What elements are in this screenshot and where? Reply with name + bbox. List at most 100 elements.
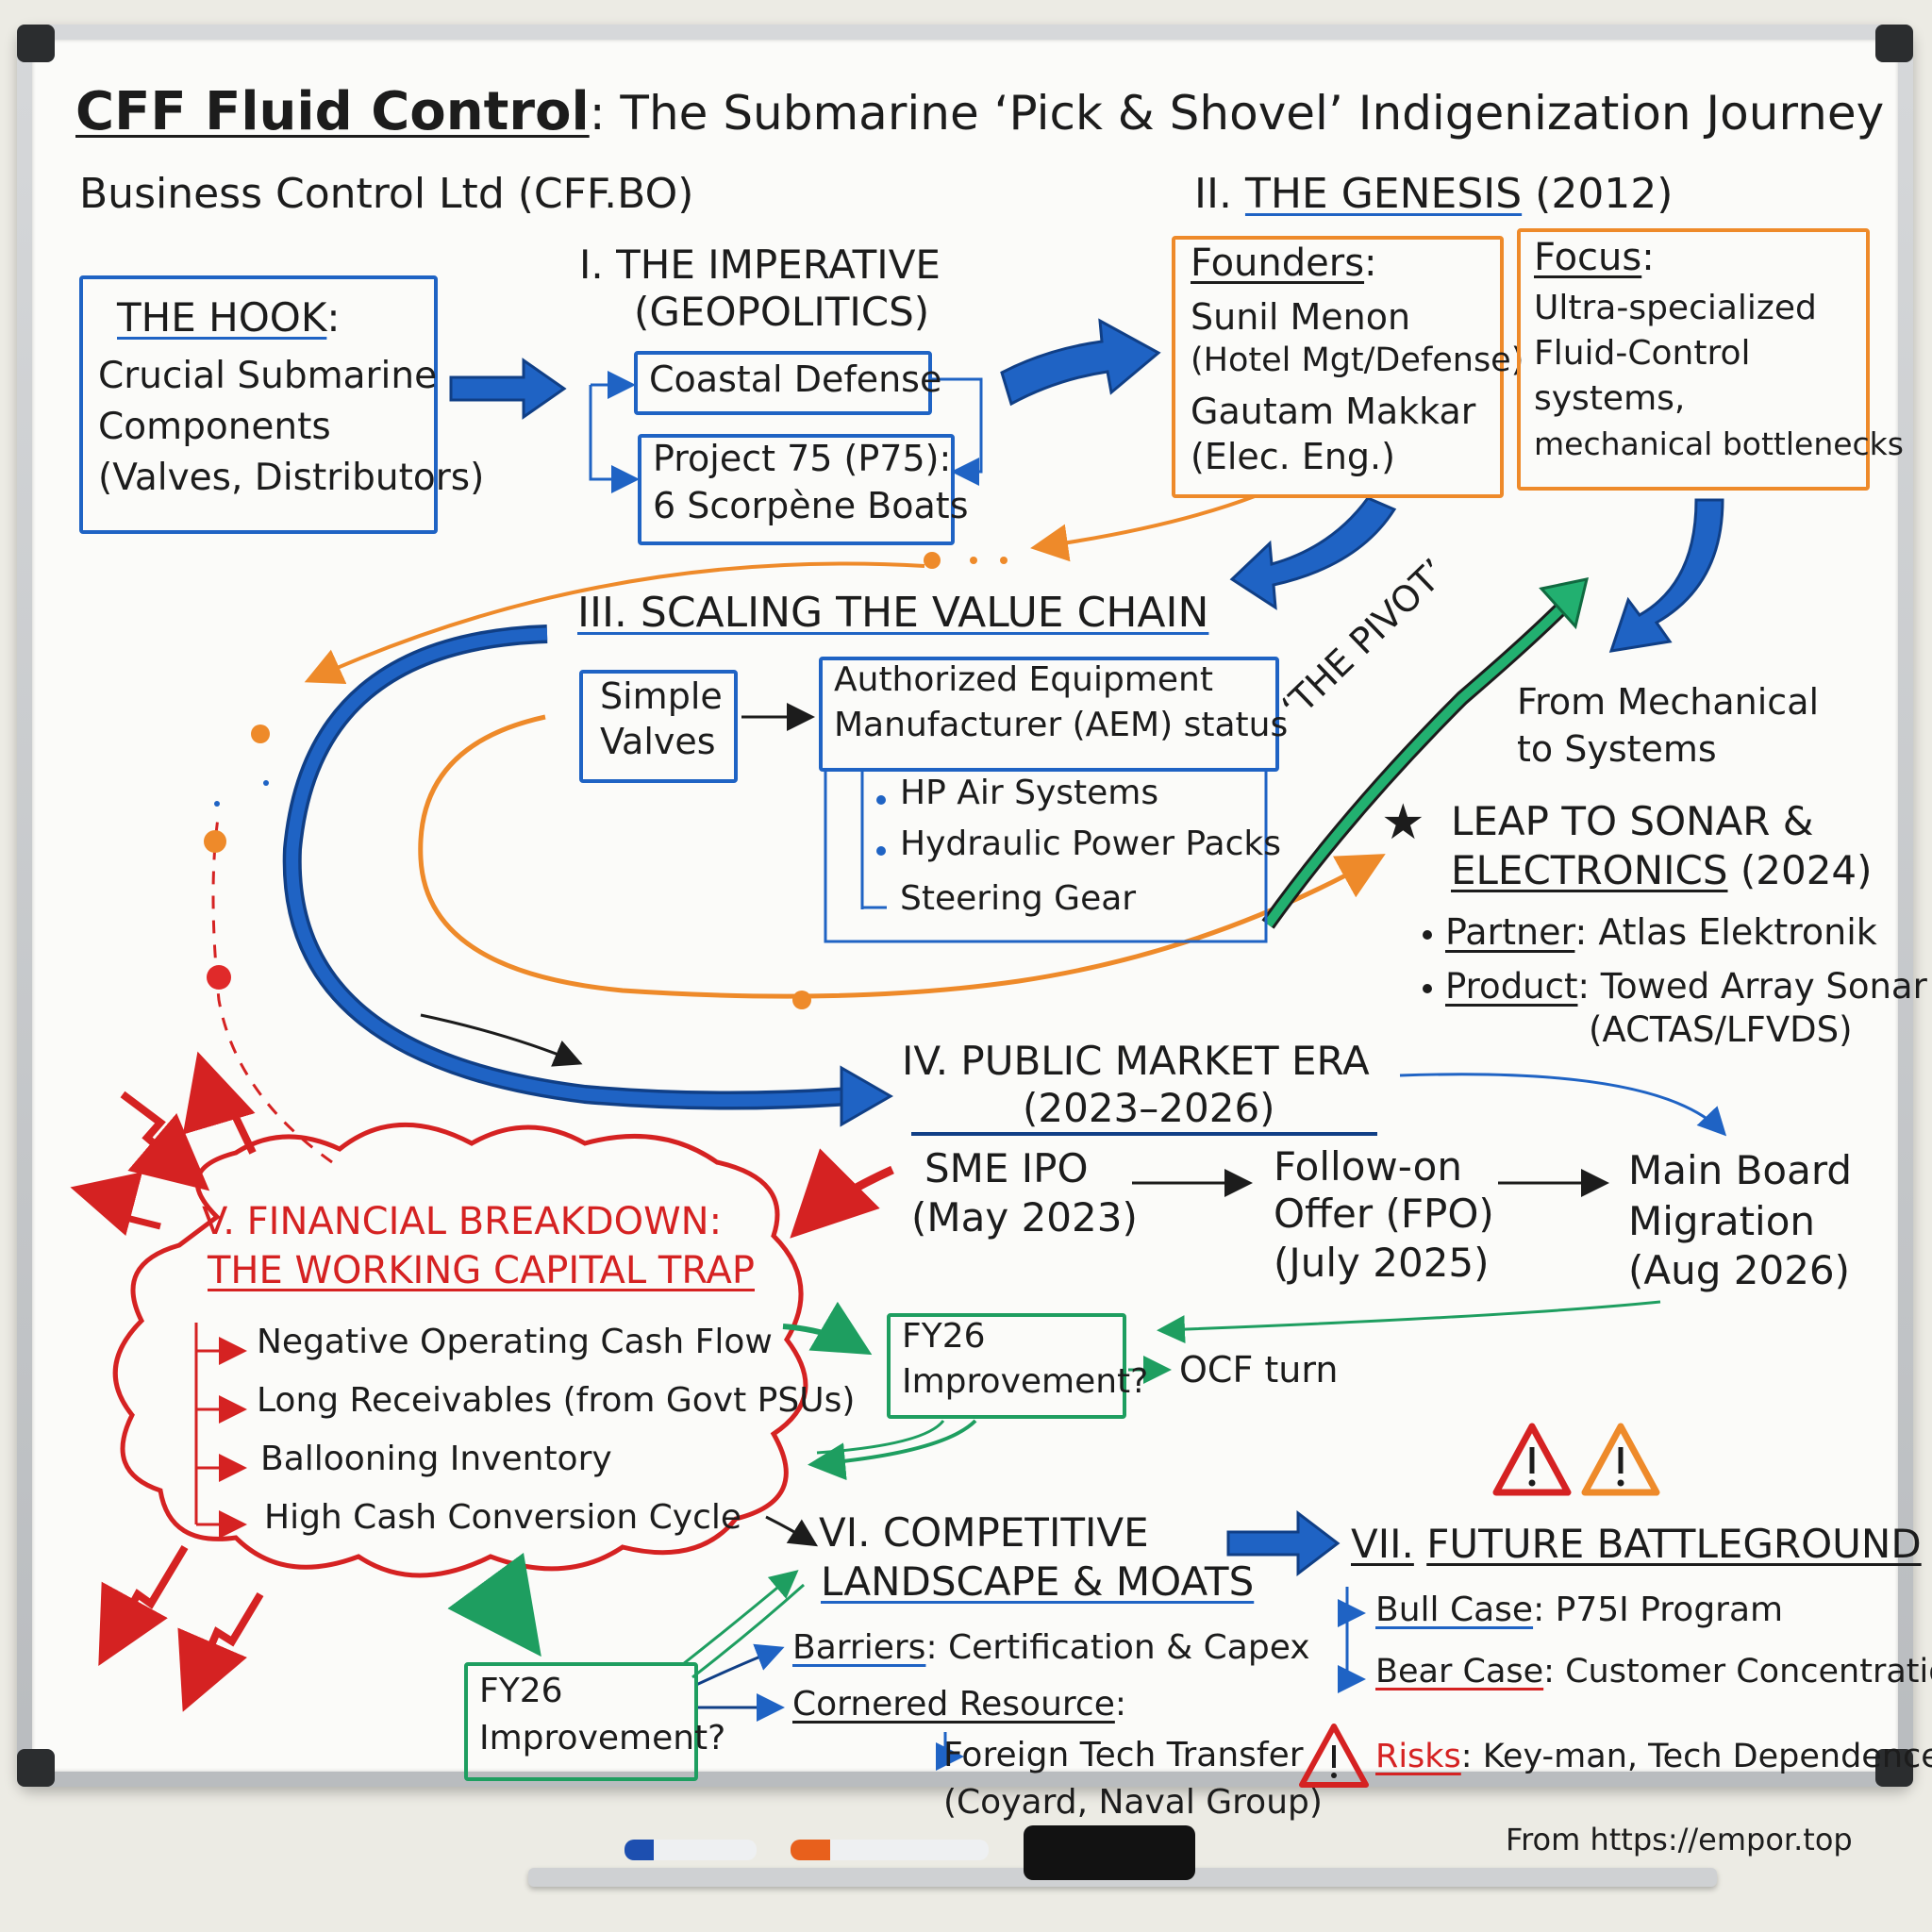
p75-box [638,434,955,545]
future-heading-num: VII. [1351,1521,1414,1567]
hook-heading-colon: : [326,294,341,341]
fpo-line-2: Offer (FPO) [1274,1191,1494,1237]
aem-item-1: HP Air Systems [900,774,1159,812]
from-mechanical-line-2: to Systems [1517,728,1717,770]
aem-item-2: Hydraulic Power Packs [900,824,1281,863]
product-line-2: (ACTAS/LFVDS) [1589,1009,1853,1050]
cornered-colon: : [1114,1685,1126,1724]
title-main: CFF Fluid Control: The Submarine ‘Pick &… [75,81,1884,143]
hook-line-2: Components [98,406,331,448]
barriers-label: Barriers [792,1628,926,1667]
sme-ipo-line-2: (May 2023) [911,1194,1138,1241]
focus-label: Focus [1534,236,1642,279]
focus-line-1: Ultra-specialized [1534,289,1817,327]
star-icon: ★ [1381,794,1425,851]
hook-heading: THE HOOK: [117,294,341,341]
orange-dashed-from-founders [1030,494,1256,562]
bull-case-value: : P75I Program [1533,1591,1784,1629]
main-board-line-2: Migration [1628,1198,1816,1244]
green-cloud-to-fy26 [782,1301,873,1356]
bull-case-line: Bull Case: P75I Program [1375,1591,1783,1630]
lightning-3 [70,1172,161,1237]
aem-box [819,657,1279,772]
bull-case-label: Bull Case [1375,1591,1534,1629]
risks-value: : Key-man, Tech Dependence [1460,1738,1932,1775]
scaling-heading-text: III. SCALING THE VALUE CHAIN [577,589,1209,637]
black-cloud-to-competitive [765,1515,819,1547]
blue-curve-focus-to-systems [1608,498,1724,653]
genesis-heading-text: THE GENESIS [1244,170,1523,218]
title-rest: : The Submarine ‘Pick & Shovel’ Indigeni… [589,86,1885,141]
big-blue-loop-head [840,1065,894,1127]
simple-valves-box [579,670,738,783]
fy26-lower-line-2: Improvement? [479,1719,726,1757]
competitive-heading-2: LANDSCAPE & MOATS [821,1558,1254,1606]
p75-line-1: Project 75 (P75): [653,438,952,479]
product-line: Product: Towed Array Sonar [1423,966,1927,1008]
orange-long-curve [304,561,925,685]
subtitle: Business Control Ltd (CFF.BO) [79,170,694,218]
focus-line-2: Fluid-Control [1534,334,1751,373]
bear-case-line: Bear Case: Customer Concentration [1375,1653,1932,1691]
cloud-outline [112,1122,808,1578]
public-market-heading-1: IV. PUBLIC MARKET ERA [902,1038,1370,1084]
founder-line-4: (Elec. Eng.) [1191,436,1395,477]
leap-year: (2024) [1740,847,1873,893]
hook-line-3: (Valves, Distributors) [98,457,485,499]
blue-fy26-to-barriers [695,1643,785,1687]
green-main-to-fy26 [1157,1300,1661,1344]
main-board-line-1: Main Board [1628,1147,1853,1193]
frame-corner [17,1749,55,1787]
hook-box [79,275,438,534]
orange-marker [791,1840,989,1860]
risks-label: Risks [1375,1738,1461,1775]
foreign-tech-line-2: (Coyard, Naval Group) [943,1783,1323,1822]
orange-loop [418,714,1386,999]
left-dashed-connector [211,810,333,1164]
frame-corner [1875,1749,1913,1787]
financial-heading-1: V. FINANCIAL BREAKDOWN: [202,1200,723,1243]
founders-box [1172,236,1504,498]
public-market-underline [911,1132,1377,1136]
risks-line: Risks: Key-man, Tech Dependence [1375,1738,1932,1776]
frame-corner [1875,25,1913,62]
competitive-heading-1: VI. COMPETITIVE [819,1509,1149,1556]
blue-curve-founders-to-scaling [1229,496,1397,610]
barriers-line: Barriers: Certification & Capex [792,1628,1310,1668]
green-double-back [808,1419,977,1481]
financial-heading-2-text: THE WORKING CAPITAL TRAP [208,1249,755,1292]
bear-case-label: Bear Case [1375,1653,1544,1690]
lightning-4 [98,1544,189,1667]
fpo-line-1: Follow-on [1274,1143,1462,1190]
founders-label: Founders [1191,242,1365,285]
financial-item-1: Negative Operating Cash Flow [257,1323,773,1361]
risk-warning-icon [1299,1724,1369,1788]
lightning-5 [177,1591,264,1712]
bear-case-value: : Customer Concentration [1543,1653,1932,1690]
simple-valves-line-2: Valves [600,721,716,762]
aem-line-2: Manufacturer (AEM) status [834,706,1289,744]
fat-arrow-hook-to-imperative [449,358,567,420]
focus-box [1517,228,1870,491]
future-heading: VII. FUTURE BATTLEGROUND [1351,1521,1922,1568]
focus-heading: Focus: [1534,236,1655,279]
fy26-lower-box [464,1662,698,1781]
fy26-lower-line-1: FY26 [479,1672,563,1710]
big-blue-loop-fill [286,627,850,1108]
imperative-heading-2: (GEOPOLITICS) [634,289,930,335]
genesis-year: (2012) [1535,170,1674,218]
hook-heading-text: THE HOOK [117,294,327,341]
product-label: Product [1445,966,1578,1007]
aem-line-1: Authorized Equipment [834,660,1213,699]
main-board-line-3: (Aug 2026) [1628,1247,1851,1293]
sme-ipo-line-1: SME IPO [924,1145,1089,1191]
aem-bracket [824,772,1268,943]
scaling-heading: III. SCALING THE VALUE CHAIN [577,589,1208,638]
financial-item-4: High Cash Conversion Cycle [264,1498,742,1537]
fy26-upper-line-2: Improvement? [902,1362,1149,1401]
frame-corner [17,25,55,62]
green-up-to-competitive [682,1570,799,1666]
partner-value: : Atlas Elektronik [1574,911,1877,953]
